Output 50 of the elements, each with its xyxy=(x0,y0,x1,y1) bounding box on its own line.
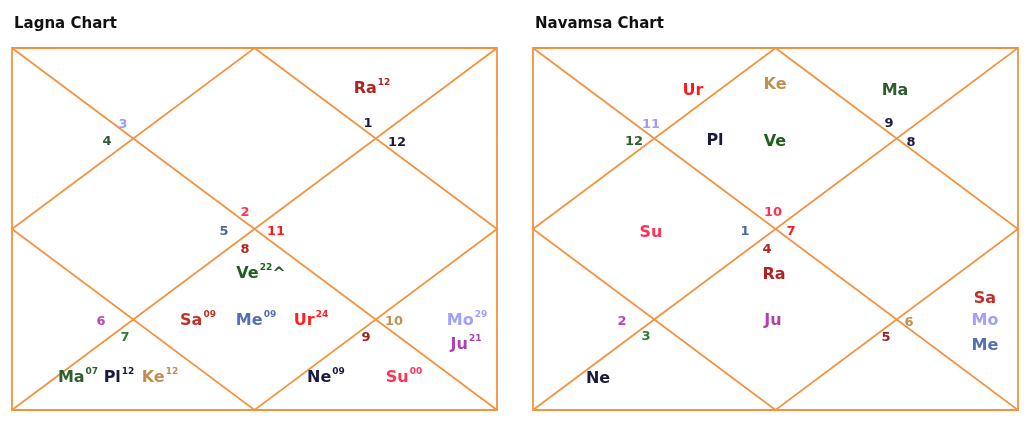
house-number: 11 xyxy=(641,116,661,130)
chart-title: Navamsa Chart xyxy=(535,14,664,32)
planet-label: Mo xyxy=(971,312,999,328)
house-number: 9 xyxy=(361,329,371,343)
house-number: 3 xyxy=(118,116,128,130)
chart-title: Lagna Chart xyxy=(14,14,117,32)
planet-label: Ju xyxy=(764,312,782,328)
planet-label: Ke xyxy=(763,76,787,92)
house-number: 12 xyxy=(624,133,644,147)
house-number: 7 xyxy=(120,329,130,343)
house-number: 5 xyxy=(881,329,891,343)
planet-label: Ne$^{09}$ xyxy=(307,369,345,385)
planet-label: Sa$^{09}$ xyxy=(180,312,216,328)
house-number: 1 xyxy=(363,115,373,129)
house-number: 2 xyxy=(240,204,250,218)
planet-label: Pl$^{12}$ xyxy=(103,369,135,385)
planet-label: Me$^{09}$ xyxy=(235,312,277,328)
house-number: 4 xyxy=(102,133,112,147)
planet-label: Ra$^{12}$ xyxy=(353,80,391,96)
planet-label: Ma$^{07}$ xyxy=(57,369,99,385)
planet-label: Pl xyxy=(706,132,724,148)
planet-label: Ke$^{12}$ xyxy=(141,369,179,385)
house-number: 6 xyxy=(96,313,106,327)
planet-label: Ur$^{24}$ xyxy=(293,312,329,328)
house-number: 1 xyxy=(740,223,750,237)
planet-label: Su xyxy=(639,224,663,240)
planet-label: Ju$^{21}$ xyxy=(450,336,482,352)
house-number: 7 xyxy=(786,223,796,237)
house-number: 11 xyxy=(266,223,286,237)
house-number: 6 xyxy=(904,314,914,328)
house-number: 10 xyxy=(384,313,404,327)
house-number: 3 xyxy=(641,328,651,342)
planet-label: Ra xyxy=(762,266,786,282)
house-number: 10 xyxy=(763,204,783,218)
house-number: 4 xyxy=(762,241,772,255)
planet-label: Ve xyxy=(763,133,787,149)
planet-label: Ma xyxy=(881,82,909,98)
planet-label: Me xyxy=(971,337,999,353)
house-number: 2 xyxy=(617,313,627,327)
house-number: 5 xyxy=(219,223,229,237)
planet-label: Sa xyxy=(973,290,997,306)
house-number: 9 xyxy=(884,115,894,129)
planet-label: Ve$^{22}$^ xyxy=(236,265,286,281)
planet-label: Mo$^{29}$ xyxy=(446,312,488,328)
house-number: 8 xyxy=(240,241,250,255)
planet-label: Su$^{00}$ xyxy=(385,369,423,385)
planet-label: Ur xyxy=(682,82,704,98)
planet-label: Ne xyxy=(585,370,611,386)
house-number: 8 xyxy=(906,134,916,148)
house-number: 12 xyxy=(387,134,407,148)
